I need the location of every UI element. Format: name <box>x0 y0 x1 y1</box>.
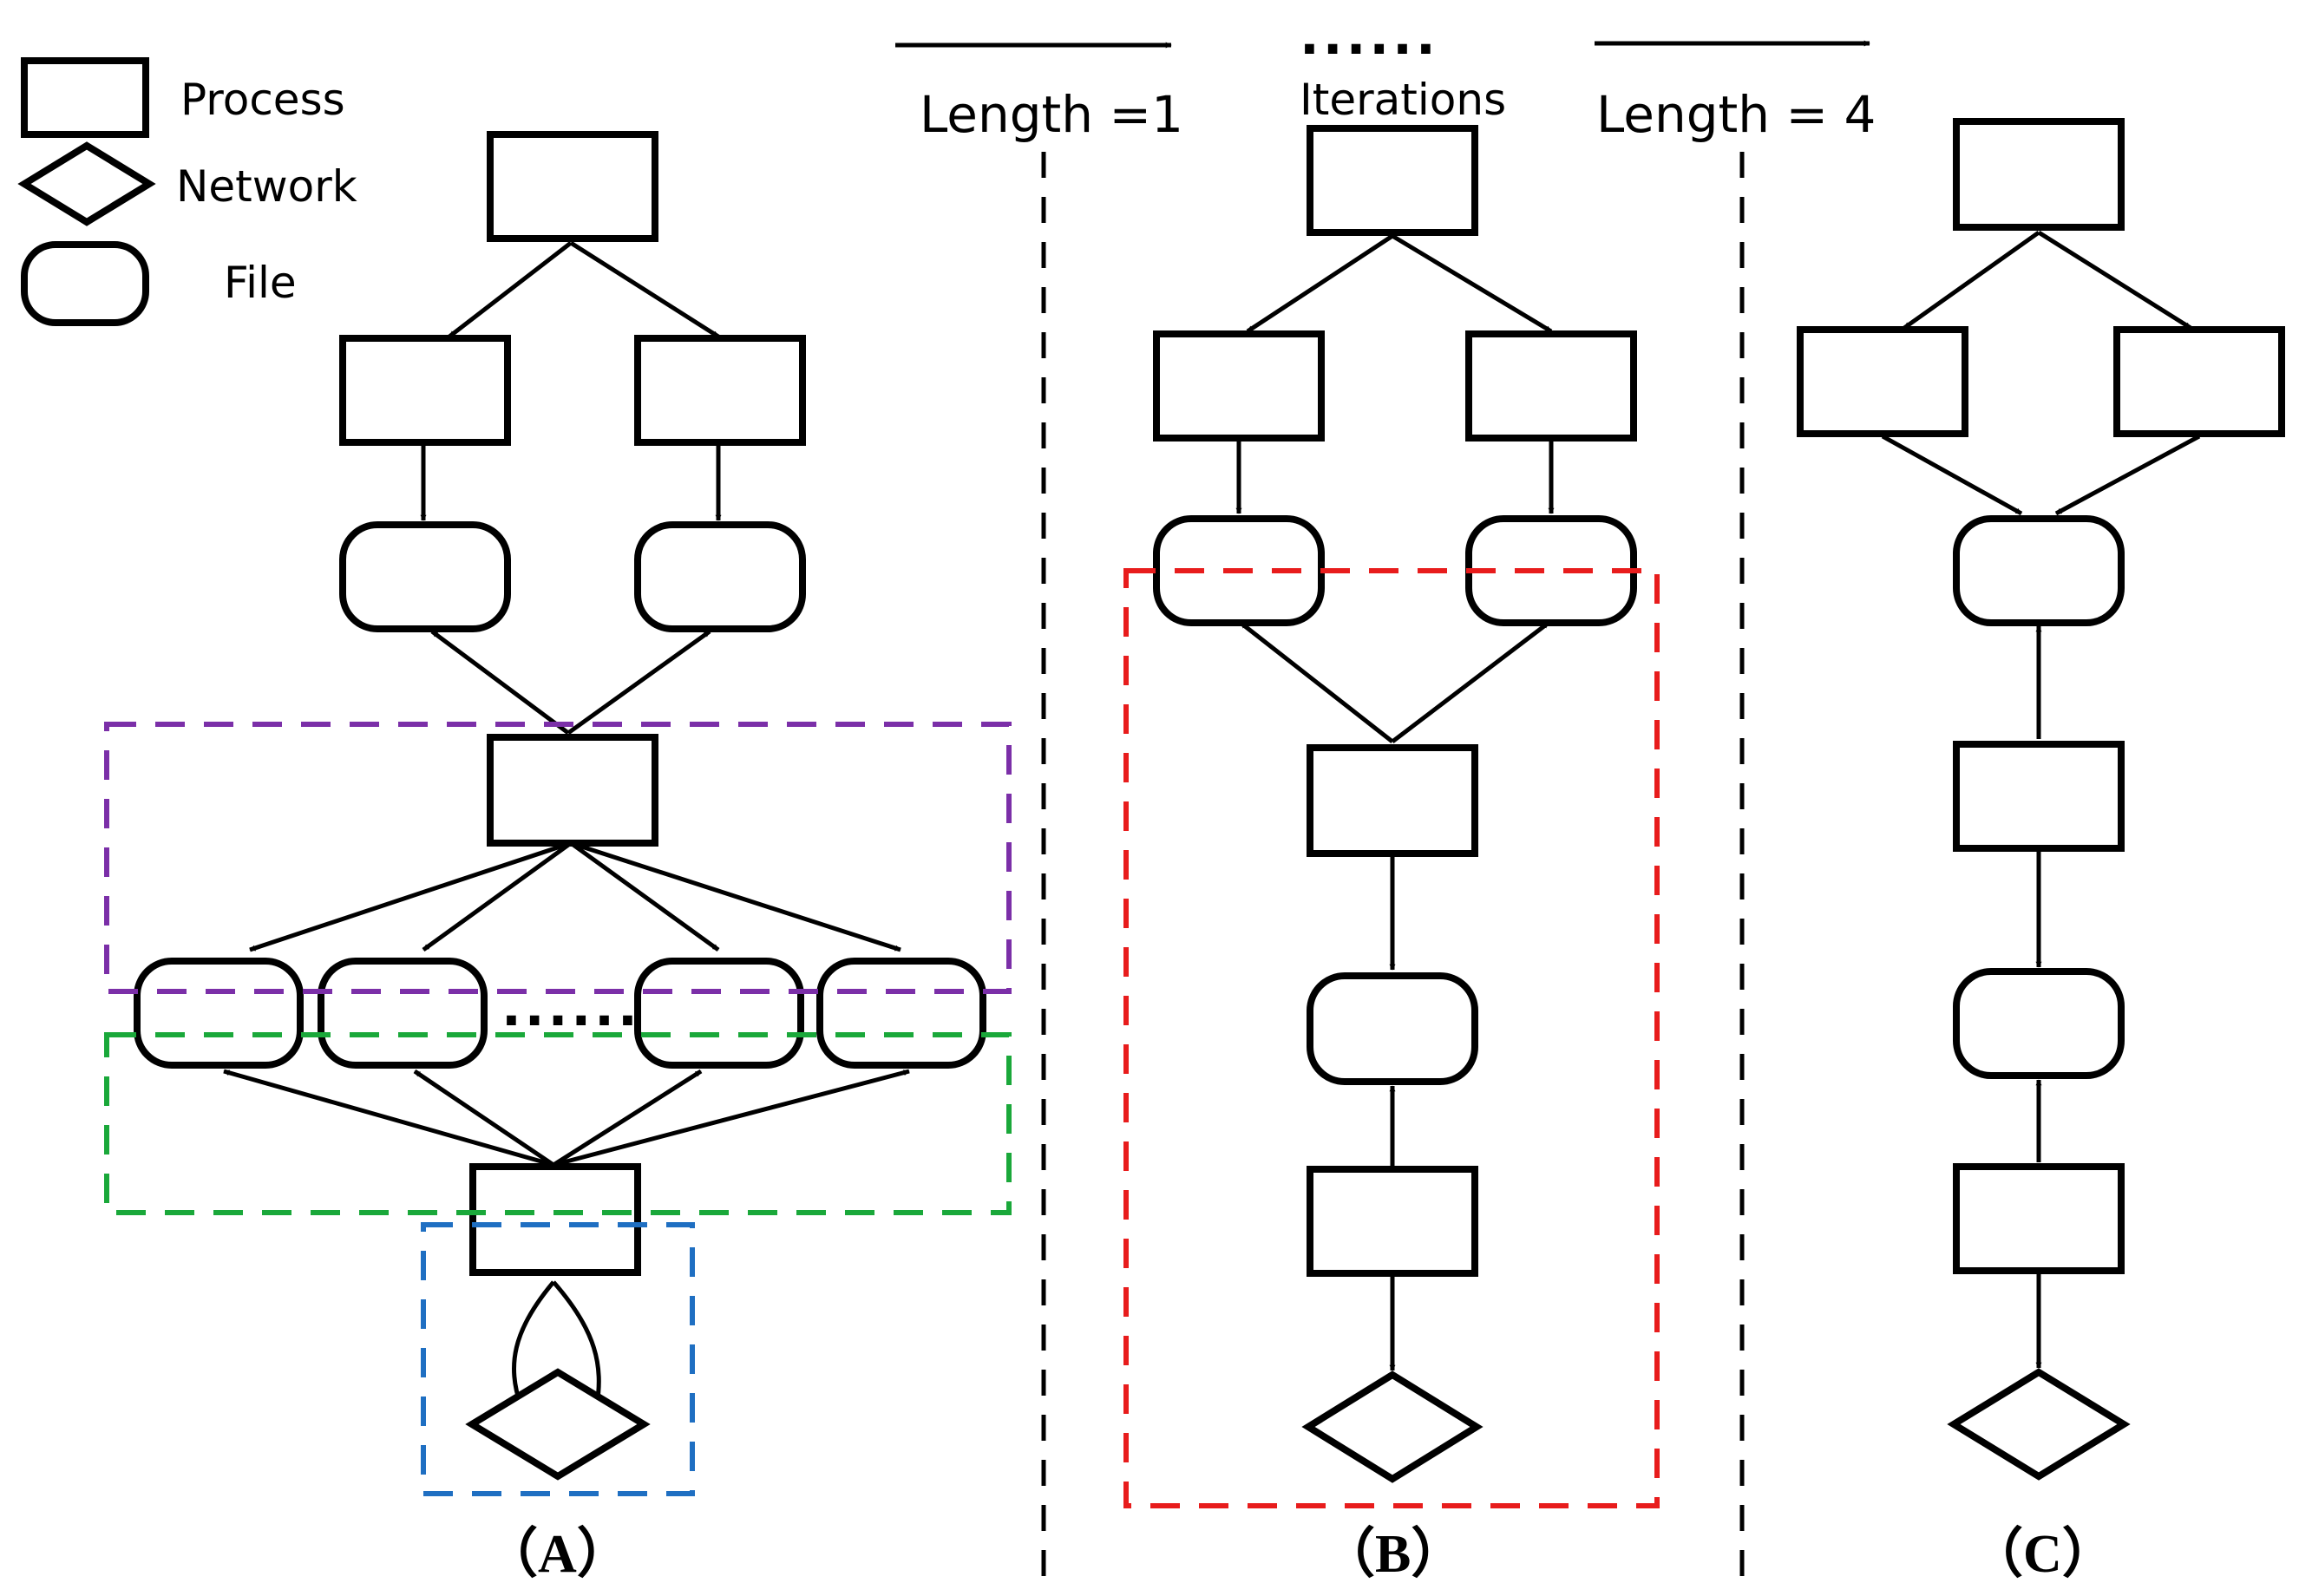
panel-c-label: （C） <box>1969 1523 2116 1584</box>
file-node <box>1307 972 1478 1085</box>
process-node <box>2113 326 2285 437</box>
process-node <box>1465 330 1637 442</box>
edge <box>430 629 570 736</box>
file-node <box>634 521 806 632</box>
edge <box>512 1280 555 1406</box>
iterations-label: Iterations <box>1300 75 1506 125</box>
panel-b: （B） <box>1123 125 1660 1584</box>
edge <box>1239 621 1394 743</box>
process-node <box>1307 1166 1478 1277</box>
panel-c: （C） <box>1797 118 2285 1584</box>
file-ellipsis: ...... <box>501 978 641 1038</box>
edge <box>1881 434 2023 516</box>
edge <box>1246 233 1394 334</box>
red-region <box>1123 568 1660 1508</box>
process-node <box>1797 326 1968 437</box>
network-node <box>465 1368 651 1481</box>
process-node <box>1953 741 2125 852</box>
panel-a: ...... （A） <box>104 131 1012 1584</box>
panel-b-label: （B） <box>1321 1523 1464 1584</box>
edge <box>569 841 720 952</box>
file-node <box>339 521 511 632</box>
edge <box>552 1280 601 1406</box>
legend-file-icon <box>21 241 149 326</box>
process-node <box>1307 125 1478 236</box>
legend-network-icon <box>17 141 156 226</box>
edge <box>553 1069 910 1168</box>
file-node <box>816 958 986 1069</box>
green-region <box>104 1032 1012 1215</box>
legend-process-icon <box>21 57 149 138</box>
edge <box>567 629 711 736</box>
edge <box>552 1069 703 1168</box>
edge <box>413 1069 555 1168</box>
process-node <box>487 734 658 847</box>
length-4-label: Length = 4 <box>1596 85 1876 144</box>
process-node <box>634 335 806 446</box>
legend-network-label: Network <box>176 161 357 212</box>
edge <box>570 841 901 952</box>
edge <box>223 1069 554 1168</box>
process-node <box>1953 1163 2125 1274</box>
legend: Process Network File <box>17 57 357 326</box>
purple-region <box>104 722 1012 994</box>
legend-process-label: Process <box>180 75 345 125</box>
process-node <box>1307 744 1478 857</box>
length-1-label: Length =1 <box>920 85 1183 144</box>
edge <box>422 841 573 952</box>
network-node <box>1947 1368 2131 1481</box>
iterations-dots: ...... <box>1300 6 1439 67</box>
edge <box>2054 434 2201 516</box>
panel-a-label: （A） <box>484 1523 631 1584</box>
file-node <box>1953 968 2125 1079</box>
edge <box>1391 621 1550 743</box>
edge <box>249 841 572 952</box>
file-node <box>318 958 488 1069</box>
edge <box>569 240 720 339</box>
blue-region <box>421 1222 695 1496</box>
process-node <box>469 1163 641 1276</box>
process-node <box>339 335 511 446</box>
edge <box>1391 233 1553 334</box>
file-node <box>634 958 804 1069</box>
legend-file-label: File <box>224 258 297 308</box>
process-node <box>1153 330 1325 442</box>
file-node <box>134 958 304 1069</box>
header: Length =1 ...... Iterations Length = 4 <box>895 6 1876 144</box>
edge <box>1903 230 2040 330</box>
edge <box>2037 230 2192 330</box>
network-node <box>1301 1370 1484 1483</box>
process-node <box>487 131 658 242</box>
file-node <box>1953 515 2125 626</box>
edge <box>448 241 573 338</box>
process-node <box>1953 118 2125 231</box>
